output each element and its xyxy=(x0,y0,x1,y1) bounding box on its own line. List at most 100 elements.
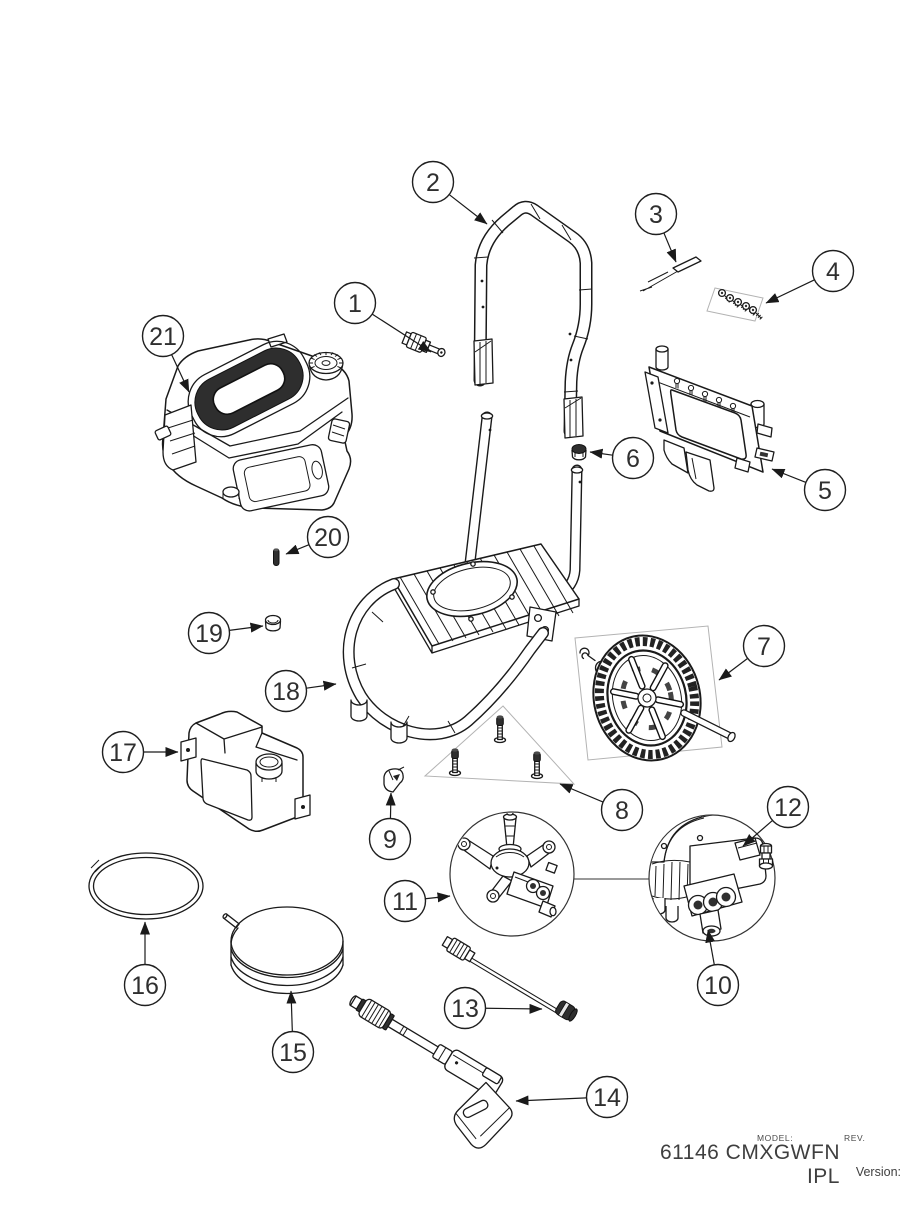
callout-leader-line xyxy=(742,819,773,847)
callout-17: 17 xyxy=(101,730,179,774)
callout-leader-line xyxy=(765,279,815,304)
frame-part xyxy=(342,411,584,744)
callout-circle xyxy=(766,785,810,829)
clip-part xyxy=(383,766,405,793)
throttle-rod-part xyxy=(639,256,702,292)
callout-leader-line xyxy=(385,792,396,819)
callout-number: 6 xyxy=(626,445,640,473)
callout-leader-line xyxy=(515,1095,587,1106)
callout-number: 12 xyxy=(774,794,802,822)
callout-number: 16 xyxy=(131,972,159,1000)
callout-leader-line xyxy=(229,622,264,633)
panel-bracket-part xyxy=(644,345,775,492)
callout-leader-line xyxy=(485,1003,543,1014)
callout-circle xyxy=(742,624,786,668)
callout-circle xyxy=(811,249,855,293)
callout-circle xyxy=(383,879,427,923)
callout-leader-line xyxy=(559,783,604,803)
callout-number: 20 xyxy=(314,524,342,552)
callout-number: 11 xyxy=(392,888,418,916)
callout-12: 12 xyxy=(742,785,810,847)
callout-circle xyxy=(585,1075,629,1119)
callout-21: 21 xyxy=(141,314,190,393)
callout-number: 17 xyxy=(109,739,137,767)
pump-fitting xyxy=(758,842,774,870)
callout-circle xyxy=(123,963,167,1007)
tube-cap-part xyxy=(571,444,587,461)
callout-circle xyxy=(141,314,185,358)
callout-19: 19 xyxy=(187,611,264,655)
callout-11: 11 xyxy=(383,879,451,923)
callout-leader-line xyxy=(285,544,310,555)
engine-part xyxy=(154,333,353,512)
pin-part xyxy=(273,548,280,566)
callout-3: 3 xyxy=(634,192,678,263)
callout-number: 2 xyxy=(426,169,440,197)
callout-5: 5 xyxy=(771,468,847,512)
spark-plug-part xyxy=(401,331,446,358)
callout-leader-line xyxy=(171,354,190,393)
callout-number: 21 xyxy=(149,323,177,351)
callout-leader-line xyxy=(306,680,337,691)
callout-6: 6 xyxy=(589,436,655,480)
callout-circle xyxy=(696,963,740,1007)
callout-number: 13 xyxy=(451,995,479,1023)
model-label: MODEL: xyxy=(757,1133,794,1143)
callout-leader-line xyxy=(286,990,297,1032)
callout-circle xyxy=(264,669,308,713)
callout-circle xyxy=(443,986,487,1030)
spray-gun-part xyxy=(349,995,513,1149)
callout-20: 20 xyxy=(285,515,350,559)
callout-14: 14 xyxy=(515,1075,629,1119)
hose-part xyxy=(222,906,344,995)
callout-number: 8 xyxy=(615,797,629,825)
callout-circle xyxy=(634,192,678,236)
callout-circle xyxy=(803,468,847,512)
wheel-assembly-part xyxy=(574,625,736,762)
callout-circle xyxy=(306,515,350,559)
model-number: 61146 CMXGWFN IPL xyxy=(660,1141,840,1188)
callout-15: 15 xyxy=(271,990,315,1074)
callout-leader-line xyxy=(663,232,677,263)
callout-circle xyxy=(333,281,377,325)
callout-18: 18 xyxy=(264,669,337,713)
fuel-cap xyxy=(308,351,344,381)
callout-8: 8 xyxy=(559,783,644,832)
callout-10: 10 xyxy=(696,929,740,1007)
callout-1: 1 xyxy=(333,281,432,353)
pump-assembly-part xyxy=(449,811,575,937)
callout-4: 4 xyxy=(765,249,855,304)
mounting-bolts-part xyxy=(423,705,576,785)
callout-number: 14 xyxy=(593,1084,621,1112)
callout-circle xyxy=(600,788,644,832)
rev-label: REV. xyxy=(844,1133,866,1143)
small-cap-part xyxy=(264,614,282,632)
version-label: Version: xyxy=(855,1165,901,1179)
callout-number: 19 xyxy=(195,620,223,648)
callout-leader-line xyxy=(718,657,749,681)
callout-circle xyxy=(271,1030,315,1074)
callout-number: 4 xyxy=(826,258,840,286)
callout-16: 16 xyxy=(123,921,167,1007)
callout-number: 15 xyxy=(279,1039,307,1067)
pump-detail-view xyxy=(648,814,776,942)
callout-circle xyxy=(368,817,412,861)
callout-number: 10 xyxy=(704,972,732,1000)
callout-number: 1 xyxy=(348,290,362,318)
callout-circle xyxy=(187,611,231,655)
callout-leader-line xyxy=(448,194,488,225)
callout-number: 5 xyxy=(818,477,832,505)
callout-9: 9 xyxy=(368,792,412,861)
callout-number: 9 xyxy=(383,826,397,854)
callout-number: 3 xyxy=(649,201,663,229)
oring-part xyxy=(88,852,204,920)
callout-leader-line xyxy=(705,929,716,965)
callout-number: 18 xyxy=(272,678,300,706)
hardware-kit-part xyxy=(706,287,764,322)
callout-number: 7 xyxy=(757,633,771,661)
callout-circle xyxy=(411,160,455,204)
callout-2: 2 xyxy=(411,160,488,225)
callout-circle xyxy=(611,436,655,480)
